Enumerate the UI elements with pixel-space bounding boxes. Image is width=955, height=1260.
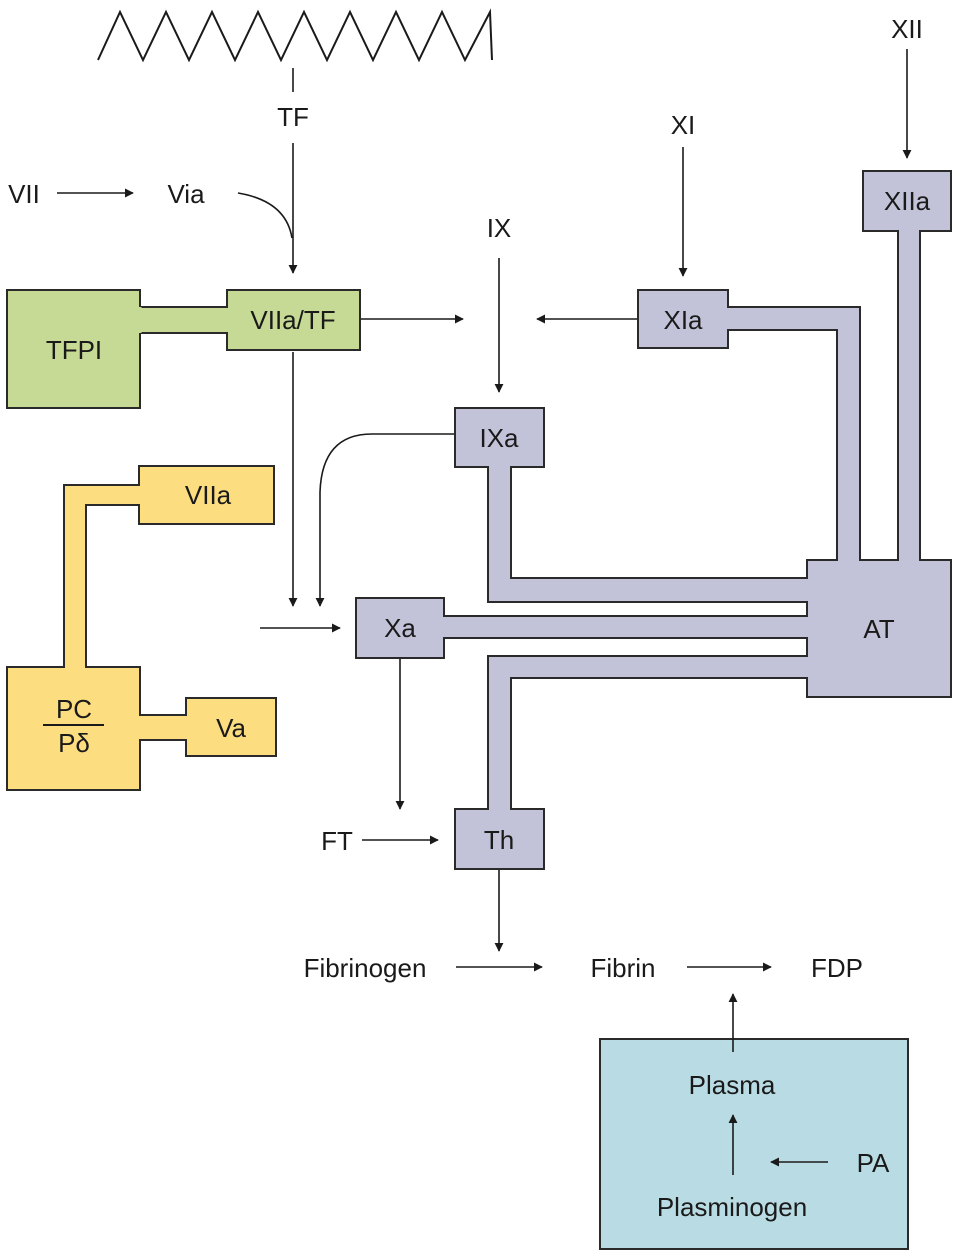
xia-box xyxy=(637,289,729,349)
antithrombin-complex xyxy=(355,170,952,870)
viia-label: VIIa xyxy=(185,480,232,510)
va-connector xyxy=(139,714,187,741)
tfpi-label: TFPI xyxy=(46,335,102,365)
vessel-wall-zigzag xyxy=(97,8,493,63)
fibrinogen-label: Fibrinogen xyxy=(304,953,427,983)
xa-label: Xa xyxy=(384,613,416,643)
tfpi-connector xyxy=(138,306,228,334)
at-box xyxy=(806,559,952,698)
ft-label: FT xyxy=(321,826,353,856)
fibrinolysis-box xyxy=(599,1038,909,1250)
fdp-label: FDP xyxy=(811,953,863,983)
free-labels: TF VII Via IX XI XII FT Fibrinogen Fibri… xyxy=(8,14,923,1222)
ixa-label: IXa xyxy=(479,423,519,453)
th-at-connector xyxy=(487,655,809,811)
ixa-box xyxy=(454,407,545,468)
fibrin-label: Fibrin xyxy=(590,953,655,983)
viia-connector xyxy=(63,484,141,669)
viia-box xyxy=(138,465,275,525)
arrows xyxy=(57,49,912,1175)
xiia-box xyxy=(862,170,952,232)
pc-pdelta-box xyxy=(6,666,141,791)
xia-label: XIa xyxy=(663,305,703,335)
via-to-viia-tf-curve xyxy=(237,192,293,239)
ix-label: IX xyxy=(487,213,512,243)
pc-label: PC xyxy=(56,694,92,724)
plasminogen-label: Plasminogen xyxy=(657,1192,807,1222)
xiia-label: XIIa xyxy=(884,186,931,216)
xii-label: XII xyxy=(891,14,923,44)
ixa-at-connector xyxy=(487,465,809,603)
pa-label: PA xyxy=(857,1148,890,1178)
vii-label: VII xyxy=(8,179,40,209)
yellow-complex xyxy=(6,465,277,791)
xiia-at-connector xyxy=(897,230,921,561)
xia-at-connector xyxy=(726,306,861,561)
box-labels: TFPI VIIa/TF VIIa PC Pδ Va XIa XIIa IXa … xyxy=(46,186,931,855)
va-label: Va xyxy=(216,713,246,743)
va-box xyxy=(185,697,277,757)
xa-box xyxy=(355,597,445,659)
xi-label: XI xyxy=(671,110,696,140)
viia-tf-label: VIIa/TF xyxy=(250,305,335,335)
pdelta-label: Pδ xyxy=(58,728,90,758)
green-complex xyxy=(6,289,361,409)
via-label: Via xyxy=(167,179,205,209)
at-label: AT xyxy=(863,614,894,644)
tf-label: TF xyxy=(277,102,309,132)
th-label: Th xyxy=(484,825,514,855)
tfpi-box xyxy=(6,289,141,409)
ixa-to-xa-curve xyxy=(315,433,454,607)
plasma-label: Plasma xyxy=(689,1070,776,1100)
xa-at-connector xyxy=(442,615,809,639)
